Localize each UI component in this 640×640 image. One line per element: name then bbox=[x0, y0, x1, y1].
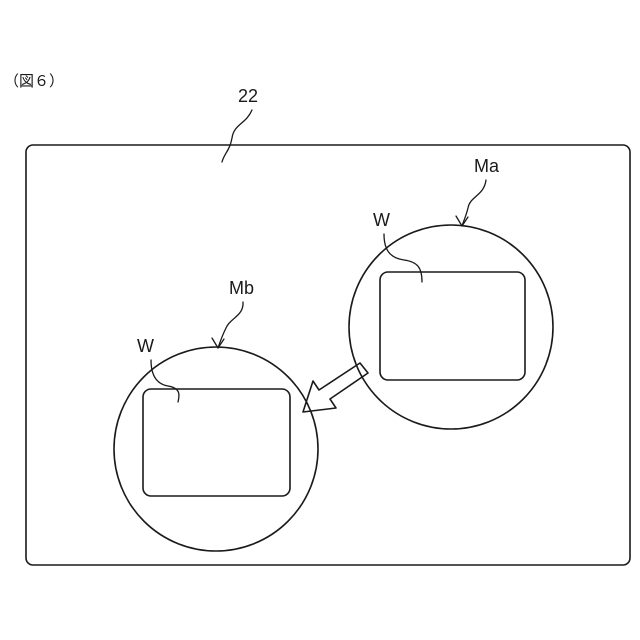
magnified-b-leader-line bbox=[218, 302, 243, 348]
magnified-circle-b bbox=[114, 347, 318, 551]
screen-label: 22 bbox=[238, 86, 258, 106]
workpiece-a-leader-line bbox=[384, 234, 422, 282]
workpiece-b-label: W bbox=[137, 336, 154, 356]
magnified-a-leader-line bbox=[462, 180, 486, 226]
magnified-b-label: Mb bbox=[229, 278, 254, 298]
workpiece-a-label: W bbox=[373, 210, 390, 230]
workpiece-a bbox=[380, 272, 525, 380]
screen-frame bbox=[26, 145, 630, 565]
magnified-a-label: Ma bbox=[474, 156, 500, 176]
workpiece-b bbox=[143, 389, 290, 496]
figure-label: （図６） bbox=[4, 72, 64, 90]
screen-leader-line bbox=[222, 110, 252, 162]
